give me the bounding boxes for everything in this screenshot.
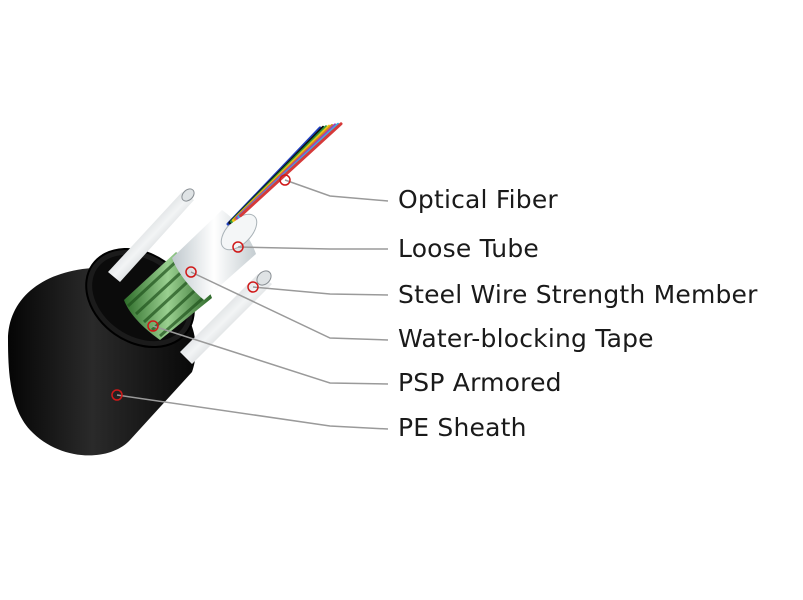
leader-line bbox=[284, 179, 389, 202]
label-pe-sheath: PE Sheath bbox=[398, 413, 527, 442]
leader-line bbox=[252, 286, 389, 296]
leader-lines bbox=[111, 174, 389, 430]
leader-line bbox=[152, 325, 389, 385]
marker-circle bbox=[232, 241, 244, 253]
leader-line bbox=[116, 394, 389, 430]
marker-circle bbox=[147, 320, 159, 332]
label-loose-tube: Loose Tube bbox=[398, 234, 540, 263]
marker-circle bbox=[111, 389, 123, 401]
marker-circle bbox=[185, 266, 197, 278]
label-water-blocking-tape: Water-blocking Tape bbox=[398, 324, 654, 353]
label-optical-fiber: Optical Fiber bbox=[398, 185, 558, 214]
label-steel-wire-strength-member: Steel Wire Strength Member bbox=[398, 280, 758, 309]
leader-line bbox=[237, 246, 388, 250]
marker-circle bbox=[247, 281, 259, 293]
leader-line bbox=[190, 271, 389, 341]
fiber-strand bbox=[239, 122, 343, 218]
optical-fiber bbox=[226, 122, 343, 226]
label-psp-armored: PSP Armored bbox=[398, 368, 562, 397]
marker-circle bbox=[279, 174, 291, 186]
